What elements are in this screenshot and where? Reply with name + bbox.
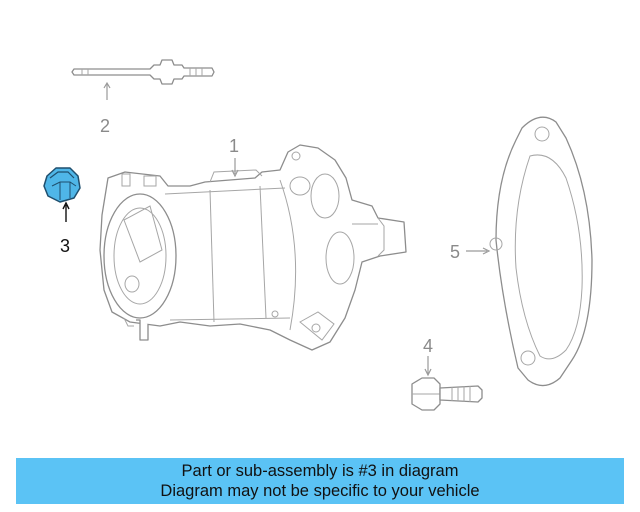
arrow-head-1 <box>231 169 239 178</box>
stud-bolt-part-2[interactable] <box>71 59 215 85</box>
arrow-head-5 <box>482 247 491 255</box>
flange-nut-part-3[interactable] <box>43 167 81 203</box>
info-banner: Part or sub-assembly is #3 in diagram Di… <box>16 458 624 504</box>
starter-motor-part-1[interactable] <box>99 144 407 351</box>
callout-2[interactable]: 2 <box>100 116 110 136</box>
banner-line-2: Diagram may not be specific to your vehi… <box>160 482 480 500</box>
bolt-part-4[interactable] <box>411 377 483 411</box>
arrow-head-3 <box>62 201 70 210</box>
callout-3[interactable]: 3 <box>60 236 70 256</box>
gasket-plate-part-5[interactable] <box>489 116 593 387</box>
banner-line-1: Part or sub-assembly is #3 in diagram <box>181 462 459 480</box>
arrow-head-4 <box>424 368 432 377</box>
arrow-head-2 <box>103 81 111 89</box>
callout-4[interactable]: 4 <box>423 336 433 356</box>
callout-1[interactable]: 1 <box>229 136 239 156</box>
callout-5[interactable]: 5 <box>450 242 460 262</box>
